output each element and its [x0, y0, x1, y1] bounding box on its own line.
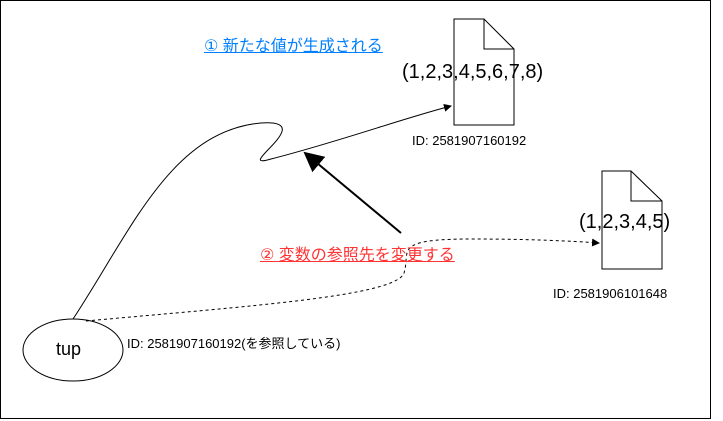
- variable-name: tup: [56, 339, 82, 359]
- document-icon: [453, 18, 515, 126]
- document-icon: [601, 170, 663, 270]
- old-tuple-value: (1,2,3,4,5): [579, 211, 671, 233]
- change-reference-arrow: [303, 151, 402, 234]
- new-tuple-id: ID: 2581907160192: [412, 133, 527, 148]
- old-reference-curve: [85, 238, 600, 322]
- variable-id: ID: 2581907160192(を参照している): [127, 336, 341, 351]
- diagram-canvas: ① 新たな値が生成される (1,2,3,4,5,6,7,8) ID: 25819…: [0, 0, 711, 419]
- label-new-value: ① 新たな値が生成される: [204, 38, 383, 55]
- diagram-svg: [22, 18, 663, 382]
- label-change-reference: ② 変数の参照先を変更する: [260, 247, 455, 264]
- new-reference-curve: [72, 103, 452, 320]
- new-tuple-value: (1,2,3,4,5,6,7,8): [402, 61, 544, 83]
- old-tuple-id: ID: 2581906101648: [553, 286, 668, 301]
